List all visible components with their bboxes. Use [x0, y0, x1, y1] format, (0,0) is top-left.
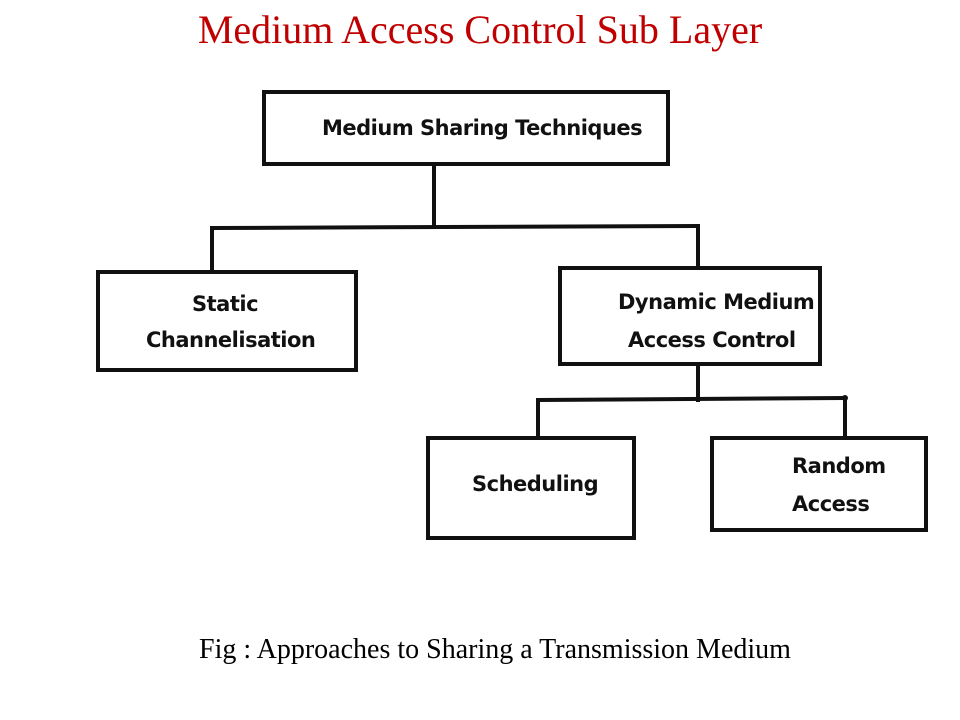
edge-dynamic-bus: [537, 396, 846, 402]
node-label: Scheduling: [472, 472, 599, 496]
node-label-line1: Dynamic Medium: [618, 290, 815, 314]
node-scheduling: Scheduling: [426, 436, 636, 540]
slide-title: Medium Access Control Sub Layer: [197, 7, 763, 52]
junction-dot: [842, 395, 848, 401]
edge-root-bus: [211, 224, 699, 230]
node-label: Medium Sharing Techniques: [322, 116, 643, 140]
node-medium-sharing-techniques: Medium Sharing Techniques: [262, 90, 670, 166]
node-random-access: Random Access: [710, 436, 928, 532]
figure-caption: Fig : Approaches to Sharing a Transmissi…: [199, 634, 791, 665]
node-label-line1: Random: [792, 454, 886, 478]
node-static-channelisation: Static Channelisation: [96, 270, 358, 372]
node-label-line2: Access Control: [628, 328, 796, 352]
node-dynamic-medium-access-control: Dynamic Medium Access Control: [558, 266, 822, 366]
node-label-line2: Access: [792, 492, 870, 516]
node-label-line2: Channelisation: [146, 328, 316, 352]
node-label-line1: Static: [192, 292, 259, 316]
